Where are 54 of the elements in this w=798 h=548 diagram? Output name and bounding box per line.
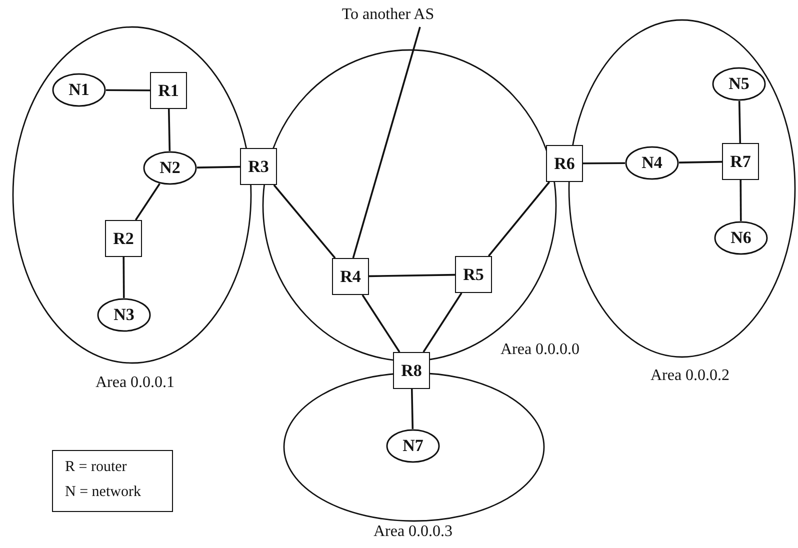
link-line	[368, 274, 456, 278]
link-line	[488, 181, 550, 257]
link-line	[168, 108, 171, 152]
network-ellipse	[712, 67, 766, 101]
link-line	[106, 89, 150, 92]
area-label: Area 0.0.0.1	[95, 374, 175, 392]
link-line	[122, 257, 125, 298]
network-label: N2	[160, 158, 180, 178]
link-line	[738, 100, 742, 144]
router-label: R7	[730, 152, 751, 172]
network-ellipse	[97, 298, 151, 332]
network-label: N1	[68, 80, 90, 100]
network-ellipse	[714, 221, 768, 255]
link-line	[362, 294, 400, 352]
network-label: N3	[114, 305, 134, 325]
router-label: R6	[554, 154, 575, 174]
network-label: N6	[730, 228, 752, 248]
external-link-label: To another AS	[342, 6, 434, 24]
router-box	[150, 72, 187, 109]
router-box	[546, 145, 583, 182]
router-box	[105, 220, 142, 257]
link-line	[740, 180, 742, 221]
network-ellipse	[625, 146, 679, 180]
router-box	[393, 352, 430, 389]
network-label: N5	[728, 74, 750, 94]
network-label: N4	[642, 153, 662, 173]
router-box	[722, 143, 759, 180]
area-label: Area 0.0.0.3	[373, 523, 453, 541]
link-line	[196, 166, 240, 168]
router-label: R5	[463, 264, 484, 284]
link-line	[583, 162, 625, 164]
router-label: R2	[113, 228, 134, 248]
router-label: R1	[158, 80, 179, 100]
router-box	[240, 148, 277, 185]
network-ellipse	[143, 151, 197, 185]
area-label: Area 0.0.0.0	[500, 341, 580, 359]
router-label: R8	[401, 360, 422, 380]
link-line	[273, 184, 336, 259]
router-label: R3	[248, 156, 269, 176]
link-line	[134, 183, 160, 220]
key-text: N = network	[65, 483, 142, 502]
network-ellipse	[52, 73, 106, 107]
key-text: R = router	[65, 458, 128, 477]
router-box	[455, 256, 492, 293]
link-line	[422, 292, 462, 352]
router-label: R4	[340, 266, 361, 286]
router-box	[332, 258, 369, 295]
link-line	[678, 160, 722, 164]
network-ellipse	[386, 429, 440, 463]
network-label: N7	[402, 436, 424, 456]
key-box	[52, 450, 173, 512]
area-label: Area 0.0.0.2	[650, 367, 730, 385]
link-line	[410, 388, 414, 430]
link-line	[352, 26, 421, 258]
